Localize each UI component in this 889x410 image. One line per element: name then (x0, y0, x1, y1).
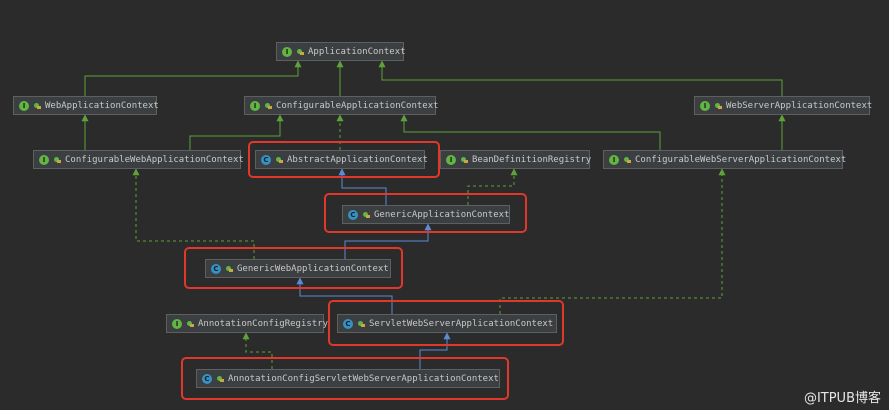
edge-genericappctx-to-beandefreg (467, 168, 518, 205)
public-marker-icon (357, 320, 365, 328)
edge-webserverappctx-to-appctx (378, 60, 783, 96)
node-label: BeanDefinitionRegistry (472, 154, 592, 165)
node-label: ServletWebServerApplicationContext (369, 318, 554, 329)
public-marker-icon (623, 156, 631, 164)
node-servlet-web-server-application-context[interactable]: C ServletWebServerApplicationContext (337, 314, 557, 333)
node-generic-application-context[interactable]: C GenericApplicationContext (342, 205, 510, 224)
interface-icon: I (19, 100, 29, 111)
public-marker-icon (225, 265, 233, 273)
public-marker-icon (264, 102, 272, 110)
edge-confwebappctx-to-confappctx (189, 114, 284, 150)
node-label: GenericWebApplicationContext (237, 263, 389, 274)
highlight-box-annotation-config-servlet-web-server-application-context (181, 357, 509, 400)
node-configurable-application-context[interactable]: I ConfigurableApplicationContext (244, 96, 439, 115)
class-icon: C (202, 373, 212, 384)
edge-servletwebserverappctx-to-confwebserverappctx (499, 168, 726, 314)
node-configurable-web-application-context[interactable]: I ConfigurableWebApplicationContext (33, 150, 244, 169)
public-marker-icon (714, 102, 722, 110)
class-icon: C (348, 209, 358, 220)
highlight-box-servlet-web-server-application-context (328, 300, 564, 346)
node-bean-definition-registry[interactable]: I BeanDefinitionRegistry (440, 150, 592, 169)
public-marker-icon (296, 48, 304, 56)
node-label: WebServerApplicationContext (726, 100, 873, 111)
interface-icon: I (282, 46, 292, 57)
public-marker-icon (186, 320, 194, 328)
interface-icon: I (39, 154, 49, 165)
interface-icon: I (609, 154, 619, 165)
public-marker-icon (216, 375, 224, 383)
node-label: WebApplicationContext (45, 100, 159, 111)
node-annotation-config-registry[interactable]: I AnnotationConfigRegistry (166, 314, 328, 333)
class-icon: C (211, 263, 221, 274)
node-abstract-application-context[interactable]: C AbstractApplicationContext (255, 150, 428, 169)
edge-annconfservletctx-to-servletwebserverappctx (419, 332, 451, 369)
node-web-application-context[interactable]: I WebApplicationContext (13, 96, 159, 115)
highlight-box-generic-application-context (324, 193, 527, 233)
node-label: ApplicationContext (308, 46, 406, 57)
edge-annconfservletctx-to-annconfreg (242, 332, 273, 369)
node-generic-web-application-context[interactable]: C GenericWebApplicationContext (205, 259, 391, 278)
edge-webappctx-to-appctx (84, 60, 302, 96)
node-label: AnnotationConfigServletWebServerApplicat… (228, 373, 499, 384)
node-label: AbstractApplicationContext (287, 154, 428, 165)
class-icon: C (343, 318, 353, 329)
public-marker-icon (53, 156, 61, 164)
node-label: AnnotationConfigRegistry (198, 318, 329, 329)
edge-genericwebappctx-to-confwebappctx (132, 168, 255, 259)
interface-icon: I (700, 100, 710, 111)
highlight-box-generic-web-application-context (184, 247, 403, 289)
edge-genericappctx-to-abstractappctx (338, 168, 387, 205)
public-marker-icon (275, 156, 283, 164)
node-label: ConfigurableWebApplicationContext (65, 154, 244, 165)
public-marker-icon (362, 211, 370, 219)
watermark: @ITPUB博客 (803, 391, 881, 406)
interface-icon: I (250, 100, 260, 111)
node-configurable-web-server-application-context[interactable]: I ConfigurableWebServerApplicationContex… (603, 150, 847, 169)
interface-icon: I (172, 318, 182, 329)
node-web-server-application-context[interactable]: I WebServerApplicationContext (694, 96, 873, 115)
node-label: GenericApplicationContext (374, 209, 510, 220)
public-marker-icon (33, 102, 41, 110)
node-label: ConfigurableApplicationContext (276, 100, 439, 111)
highlight-box-abstract-application-context (248, 141, 440, 178)
public-marker-icon (460, 156, 468, 164)
node-label: ConfigurableWebServerApplicationContext (635, 154, 847, 165)
node-annotation-config-servlet-web-server-application-context[interactable]: C AnnotationConfigServletWebServerApplic… (196, 369, 500, 388)
edge-confwebserverappctx-to-confappctx (400, 114, 661, 150)
interface-icon: I (446, 154, 456, 165)
node-application-context[interactable]: I ApplicationContext (276, 42, 406, 61)
class-icon: C (261, 154, 271, 165)
